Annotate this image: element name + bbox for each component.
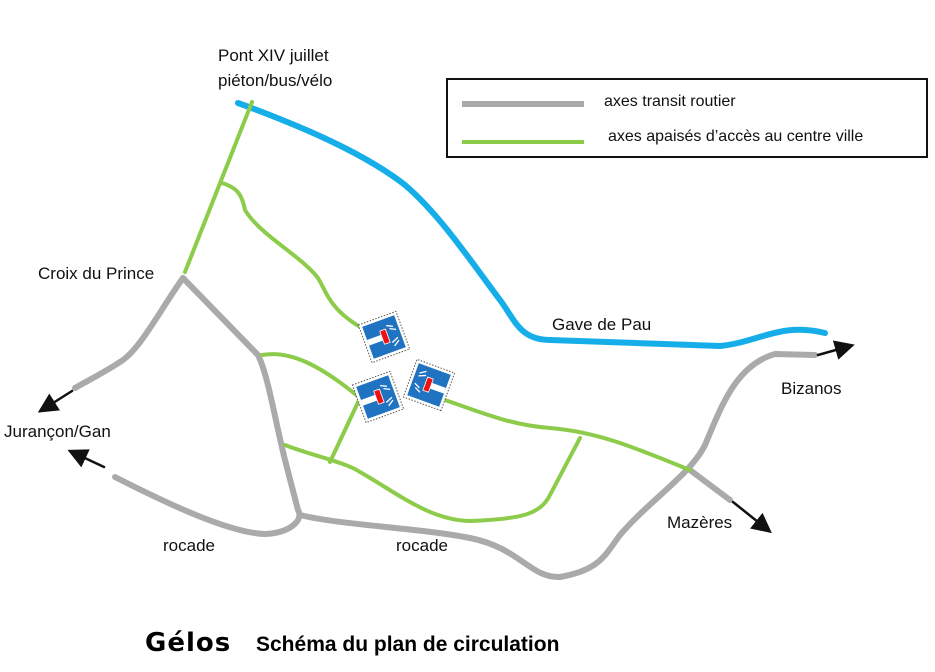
label-mazeres: Mazères xyxy=(667,513,733,532)
label-rocade-east: rocade xyxy=(396,536,448,555)
arrow-bizanos xyxy=(816,340,855,360)
road-rocade-bizanos xyxy=(297,351,818,581)
road-croix-rocade xyxy=(112,275,303,537)
legend: axes transit routier axes apaisés d’accè… xyxy=(446,78,928,158)
label-rocade-west: rocade xyxy=(163,536,215,555)
calm-road-east xyxy=(443,398,692,472)
label-gave-de-pau: Gave de Pau xyxy=(552,315,652,334)
calm-road-north xyxy=(220,181,367,332)
label-croix-du-prince: Croix du Prince xyxy=(38,264,155,283)
no-through-road-sign xyxy=(357,310,411,364)
calm-road-pont xyxy=(183,100,254,274)
legend-label-transit: axes transit routier xyxy=(604,93,736,110)
no-through-road-sign xyxy=(402,358,456,412)
no-through-road-sign xyxy=(351,370,405,424)
legend-swatch-calm xyxy=(462,140,584,144)
label-pont-line1: Pont XIV juillet xyxy=(218,46,329,65)
arrow-jurancon xyxy=(37,389,74,413)
title-city: Gélos xyxy=(145,628,232,658)
calm-road-link xyxy=(328,396,362,464)
road-croix-jurancon xyxy=(72,275,186,391)
legend-label-calm: axes apaisés d’accès au centre ville xyxy=(608,128,864,145)
legend-swatch-transit xyxy=(462,101,584,107)
road-mazeres xyxy=(687,467,733,503)
arrow-mazeres xyxy=(731,500,772,534)
calm-road-middle xyxy=(260,352,362,400)
calm-road-south xyxy=(283,436,582,523)
title-subtitle: Schéma du plan de circulation xyxy=(256,633,560,656)
arrow-jurancon-rocade xyxy=(67,449,106,469)
river-gave-de-pau xyxy=(235,100,828,349)
label-pont-line2: piéton/bus/vélo xyxy=(218,71,333,90)
label-jurancon: Jurançon/Gan xyxy=(4,422,111,441)
label-bizanos: Bizanos xyxy=(781,379,842,398)
